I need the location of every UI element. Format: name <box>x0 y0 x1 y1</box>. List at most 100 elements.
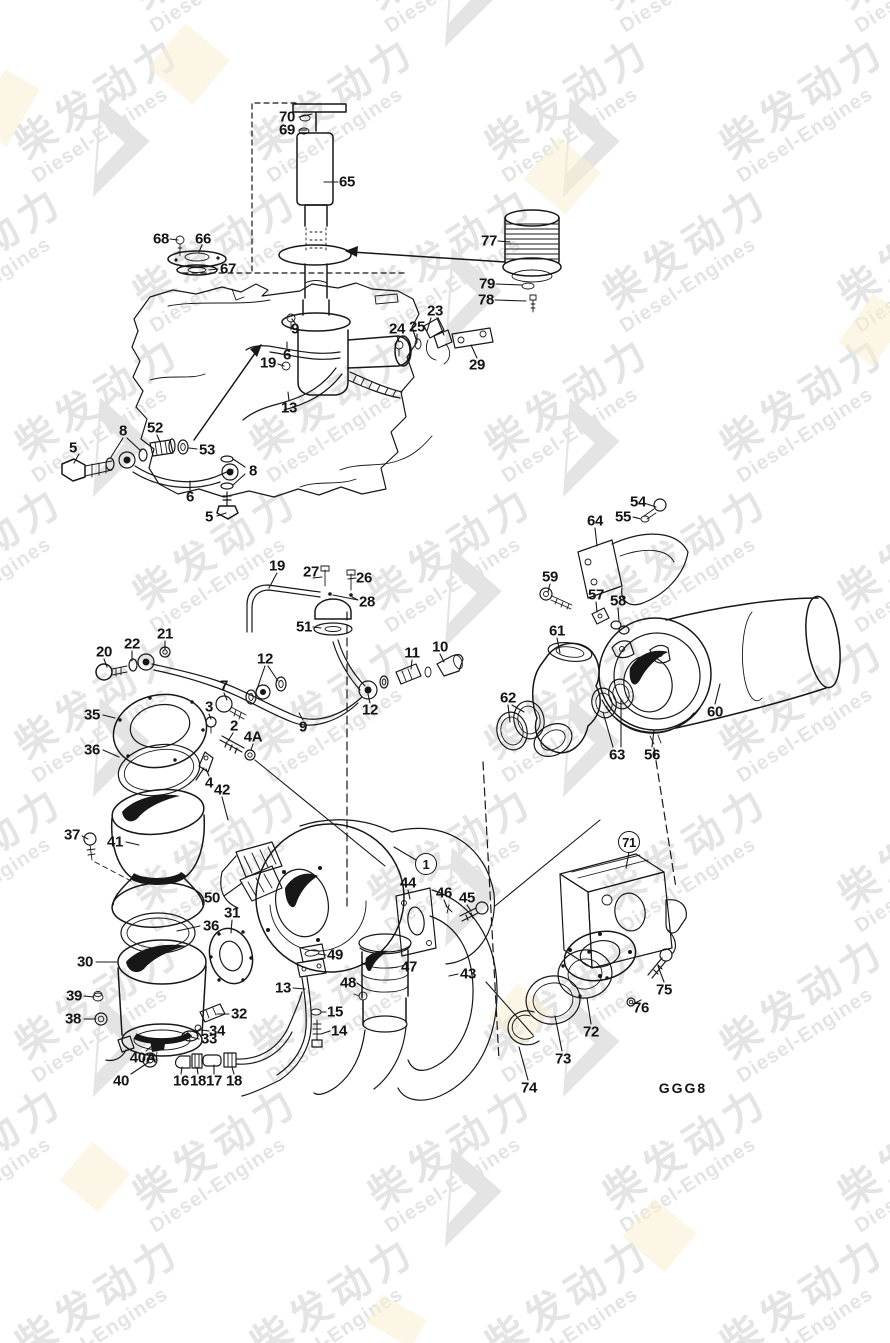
part-label-13: 13 <box>274 979 292 997</box>
part-label-16: 16 <box>172 1072 190 1090</box>
part-label-8: 8 <box>248 462 258 480</box>
part-label-78: 78 <box>477 291 495 309</box>
riser-assembly <box>482 747 687 1061</box>
part-label-6: 6 <box>282 346 292 364</box>
part-label-56: 56 <box>643 746 661 764</box>
part-label-38: 38 <box>64 1010 82 1028</box>
part-label-11: 11 <box>404 644 420 662</box>
muffler-assembly <box>496 498 841 757</box>
part-label-53: 53 <box>198 441 216 459</box>
turbocharger <box>220 819 496 1097</box>
part-label-70: 70 <box>278 108 296 126</box>
part-label-20: 20 <box>95 643 113 661</box>
part-label-54: 54 <box>629 493 647 511</box>
part-label-76: 76 <box>632 999 650 1017</box>
part-label-28: 28 <box>358 593 376 611</box>
brand-logo-icon <box>93 997 150 1098</box>
part-label-75: 75 <box>655 981 673 999</box>
part-label-37: 37 <box>63 826 81 844</box>
part-label-34: 34 <box>208 1022 226 1040</box>
part-label-14: 14 <box>330 1022 348 1040</box>
part-label-62: 62 <box>499 689 517 707</box>
figure-code: GGG8 <box>658 1080 708 1096</box>
part-label-36: 36 <box>83 741 101 759</box>
part-label-17: 17 <box>205 1072 223 1090</box>
return-pipe-group <box>242 317 494 421</box>
part-label-74: 74 <box>520 1079 538 1097</box>
brand-logo-icon <box>445 0 502 48</box>
brand-logo-icon <box>445 247 502 348</box>
air-intake-stack <box>83 693 254 1068</box>
part-label-72: 72 <box>582 1023 600 1041</box>
part-label-40A: 40A <box>129 1049 157 1067</box>
part-label-36: 36 <box>202 917 220 935</box>
dipstick-assembly <box>182 102 412 396</box>
part-label-77: 77 <box>480 232 498 250</box>
part-label-21: 21 <box>156 625 174 643</box>
part-label-19: 19 <box>268 557 286 575</box>
part-label-60: 60 <box>706 703 724 721</box>
drain-hose-parts <box>174 991 303 1069</box>
banjo-pipe-group <box>61 438 239 520</box>
brand-logo-icon <box>445 1147 502 1248</box>
part-label-33: 33 <box>200 1030 218 1048</box>
gauge-spool <box>345 209 562 313</box>
part-label-51: 51 <box>295 618 313 636</box>
brand-logo-icon <box>93 697 150 798</box>
part-label-1: 1 <box>415 853 437 875</box>
part-label-49: 49 <box>326 946 344 964</box>
part-label-13: 13 <box>280 399 298 417</box>
part-label-25: 25 <box>408 318 426 336</box>
part-label-66: 66 <box>194 230 212 248</box>
brand-logo-icon <box>563 697 620 798</box>
paper-tint-blotches <box>0 23 890 1343</box>
part-label-67: 67 <box>219 260 237 278</box>
part-label-41: 41 <box>106 833 124 851</box>
part-label-8: 8 <box>118 422 128 440</box>
part-label-31: 31 <box>223 904 241 922</box>
diagram-line-art <box>61 102 841 1101</box>
part-label-42: 42 <box>213 781 231 799</box>
part-label-26: 26 <box>355 569 373 587</box>
part-label-3: 3 <box>204 698 214 716</box>
part-label-48: 48 <box>339 974 357 992</box>
part-label-4: 4 <box>204 774 214 792</box>
leader-lines <box>73 113 721 1081</box>
part-label-73: 73 <box>554 1050 572 1068</box>
part-label-22: 22 <box>123 635 141 653</box>
part-label-18: 18 <box>225 1072 243 1090</box>
part-label-18: 18 <box>189 1072 207 1090</box>
part-label-2: 2 <box>229 717 239 735</box>
part-label-12: 12 <box>256 650 274 668</box>
part-label-64: 64 <box>586 512 604 530</box>
part-label-47: 47 <box>400 958 418 976</box>
part-label-5: 5 <box>68 439 78 457</box>
part-label-39: 39 <box>65 987 83 1005</box>
part-label-24: 24 <box>388 320 406 338</box>
part-label-40: 40 <box>112 1072 130 1090</box>
part-label-35: 35 <box>83 706 101 724</box>
part-label-7: 7 <box>219 677 229 695</box>
part-label-52: 52 <box>146 419 164 437</box>
part-label-71: 71 <box>618 831 640 853</box>
part-label-50: 50 <box>203 889 221 907</box>
part-label-6: 6 <box>185 488 195 506</box>
part-label-63: 63 <box>608 746 626 764</box>
part-label-46: 46 <box>435 884 453 902</box>
part-label-27: 27 <box>302 563 320 581</box>
part-label-32: 32 <box>230 1005 248 1023</box>
part-label-69: 69 <box>278 121 296 139</box>
part-label-9: 9 <box>290 320 300 338</box>
part-label-30: 30 <box>76 953 94 971</box>
exhaust-elbow-group <box>313 887 498 1101</box>
part-label-29: 29 <box>468 356 486 374</box>
brand-logo-icon <box>445 847 502 948</box>
part-label-15: 15 <box>326 1003 344 1021</box>
part-label-57: 57 <box>587 586 605 604</box>
part-label-61: 61 <box>548 622 566 640</box>
part-label-5: 5 <box>204 508 214 526</box>
part-label-43: 43 <box>459 965 477 983</box>
